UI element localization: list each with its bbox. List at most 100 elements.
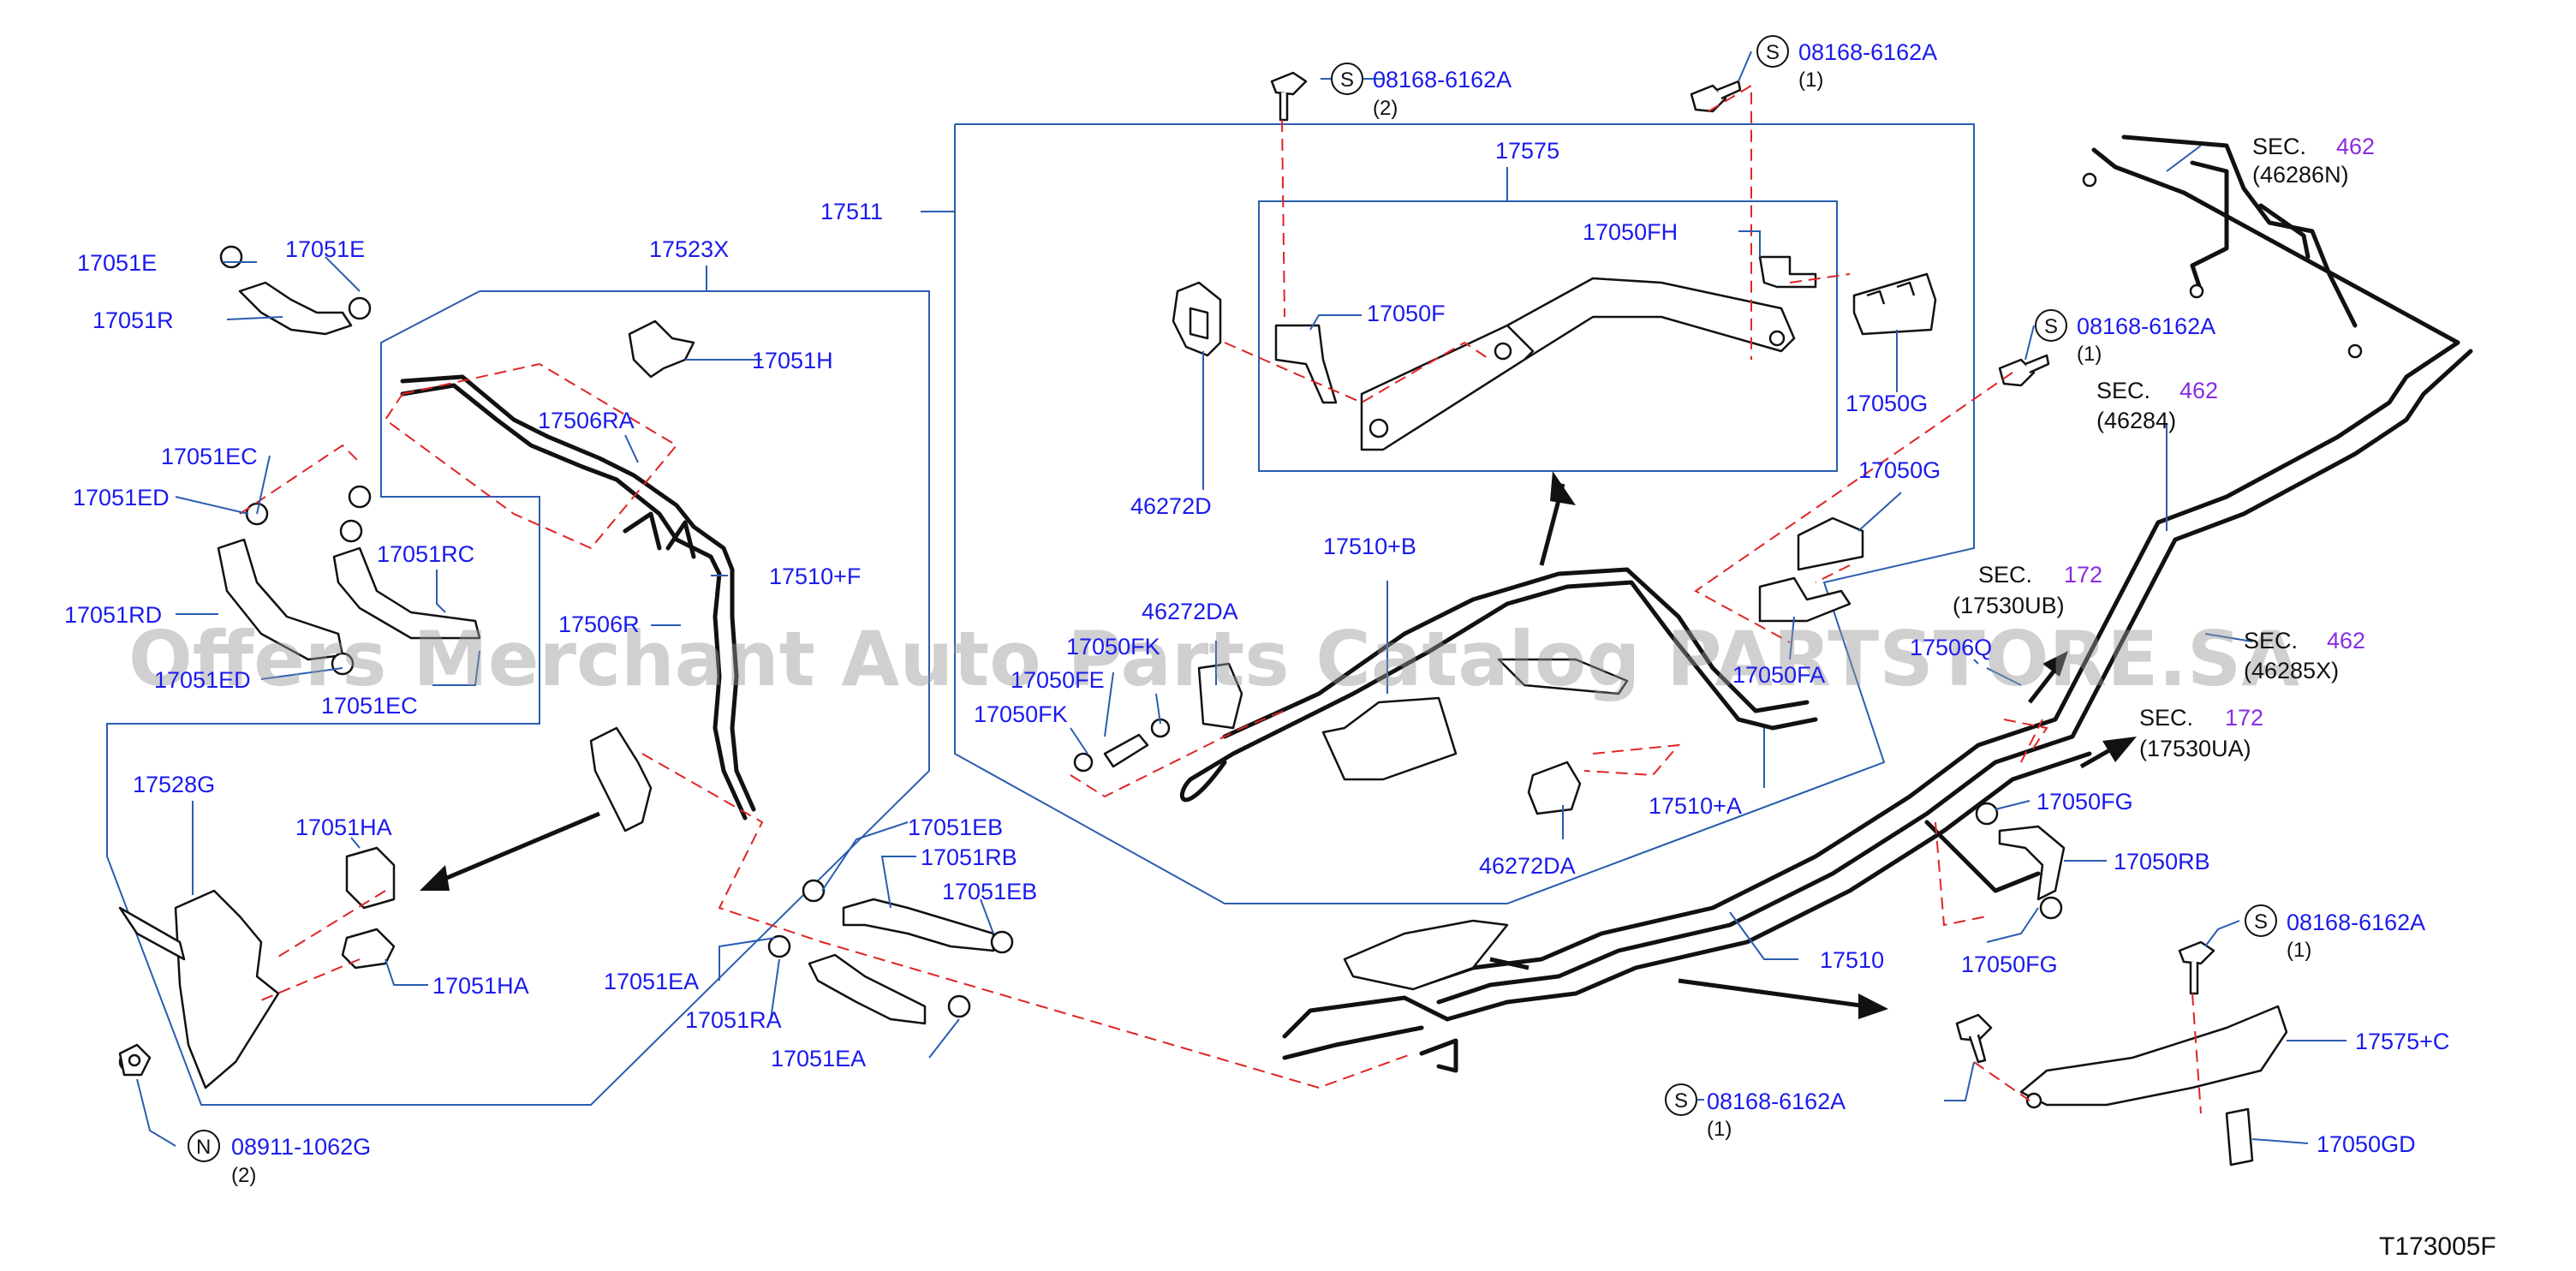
label-17510F[interactable]: 17510+F (769, 564, 861, 589)
bolt-icon-5 (1955, 1013, 1993, 1064)
label-46272DA-upper[interactable]: 46272DA (1142, 599, 1238, 624)
section-ref-46284[interactable]: SEC. 462 (46284) (2096, 378, 2218, 433)
clip-17051HA (341, 846, 396, 970)
label-17050FK-upper[interactable]: 17050FK (1066, 634, 1160, 659)
label-17506Q[interactable]: 17506Q (1910, 635, 1992, 660)
label-17506R[interactable]: 17506R (558, 612, 640, 637)
svg-text:SEC.: SEC. (2252, 134, 2306, 159)
hose-17051RA (767, 934, 971, 1025)
label-17051ED-upper[interactable]: 17051ED (73, 485, 170, 510)
label-17051HA-upper[interactable]: 17051HA (295, 815, 392, 840)
bolt-callout-3[interactable]: S 08168-6162A (1) (2035, 309, 2215, 366)
bolt-part-number: 08168-6162A (2287, 910, 2425, 935)
section-ref-46285X[interactable]: SEC. 462 (46285X) (2244, 628, 2365, 683)
label-17510[interactable]: 17510 (1820, 947, 1884, 973)
label-17506RA[interactable]: 17506RA (538, 408, 635, 433)
label-17575[interactable]: 17575 (1495, 138, 1559, 164)
label-17050F[interactable]: 17050F (1367, 301, 1446, 326)
label-17050FG-lower[interactable]: 17050FG (1961, 952, 2058, 977)
svg-text:(17530UB): (17530UB) (1953, 593, 2065, 618)
bolt-callout-4[interactable]: S 08168-6162A (1) (2245, 904, 2425, 962)
label-17051EA-lower[interactable]: 17051EA (771, 1046, 866, 1071)
bolt-part-number: 08168-6162A (1798, 39, 1937, 65)
label-17051ED-lower[interactable]: 17051ED (154, 667, 251, 693)
label-17050FA[interactable]: 17050FA (1732, 662, 1825, 688)
label-46272D[interactable]: 46272D (1130, 493, 1212, 519)
bracket-17050FA (1758, 576, 1852, 623)
diagram-code: T173005F (2379, 1232, 2496, 1261)
svg-text:172: 172 (2064, 562, 2102, 588)
nut-callout[interactable]: N 08911-1062G (2) (188, 1130, 371, 1187)
svg-text:462: 462 (2327, 628, 2365, 653)
label-17051EA-upper[interactable]: 17051EA (604, 969, 699, 994)
hose-17050RB (1975, 802, 2066, 920)
bolt-callout-2[interactable]: S 08168-6162A (1) (1756, 35, 1937, 92)
bracket-17506R (589, 726, 653, 832)
clip-17050G-upper (1852, 272, 1937, 336)
bracket-17050FH (1758, 255, 1817, 289)
hose-17051RC (332, 485, 481, 640)
label-17051E-left[interactable]: 17051E (77, 250, 157, 276)
label-17050G-lower[interactable]: 17050G (1858, 457, 1941, 483)
svg-text:(46285X): (46285X) (2244, 658, 2339, 683)
label-17511[interactable]: 17511 (820, 199, 883, 224)
svg-text:SEC.: SEC. (2096, 378, 2150, 403)
bolt-icon-2 (1690, 80, 1742, 113)
label-17050RB[interactable]: 17050RB (2114, 849, 2210, 874)
label-17051RC[interactable]: 17051RC (377, 541, 474, 567)
clip-17050G-lower (1797, 516, 1864, 571)
clip-46272DA-lower (1527, 761, 1582, 815)
label-17050FK-lower[interactable]: 17050FK (974, 701, 1068, 727)
bracket-17050F (1274, 324, 1338, 404)
svg-text:SEC.: SEC. (2244, 628, 2298, 653)
bolt-icon-4 (2178, 940, 2215, 995)
clip-17051H (628, 319, 695, 379)
svg-text:462: 462 (2336, 134, 2375, 159)
heat-shield-front (1343, 919, 1509, 991)
nut-icon (118, 1043, 152, 1077)
label-17051E-right[interactable]: 17051E (285, 236, 365, 262)
label-17051EC-lower[interactable]: 17051EC (321, 693, 418, 719)
label-17050G-upper[interactable]: 17050G (1846, 391, 1928, 416)
section-ref-17530UA[interactable]: SEC. 172 (17530UA) (2139, 705, 2263, 761)
label-46272DA-lower[interactable]: 46272DA (1479, 853, 1576, 879)
bolt-qty: (1) (1707, 1118, 1732, 1141)
label-17050FG-upper[interactable]: 17050FG (2036, 789, 2133, 815)
label-17051H[interactable]: 17051H (752, 348, 833, 373)
leader-lines (136, 51, 2346, 1147)
watermark: Offers Merchant Auto Parts Catalog PARTS… (128, 615, 2299, 703)
label-17575C[interactable]: 17575+C (2355, 1029, 2449, 1054)
label-17510A[interactable]: 17510+A (1649, 793, 1742, 819)
label-17051RB[interactable]: 17051RB (921, 844, 1017, 870)
section-ref-17530UB[interactable]: SEC. 172 (17530UB) (1953, 562, 2102, 618)
svg-text:172: 172 (2225, 705, 2263, 731)
label-17510B[interactable]: 17510+B (1323, 534, 1416, 559)
dashed-assembly-lines (239, 84, 2202, 1114)
label-17051HA-lower[interactable]: 17051HA (432, 973, 529, 999)
label-17523X[interactable]: 17523X (649, 236, 729, 262)
label-17528G[interactable]: 17528G (133, 772, 215, 797)
label-17051RA[interactable]: 17051RA (685, 1007, 782, 1033)
nut-qty: (2) (231, 1164, 256, 1187)
label-17050GD[interactable]: 17050GD (2317, 1131, 2416, 1157)
hose-17051R (219, 245, 372, 336)
hose-17051RB (802, 879, 1014, 954)
label-17051RD[interactable]: 17051RD (64, 602, 162, 628)
svg-text:S: S (1674, 1089, 1688, 1113)
label-17051EB-upper[interactable]: 17051EB (908, 815, 1003, 840)
svg-text:(17530UA): (17530UA) (2139, 736, 2251, 761)
label-17051EC-upper[interactable]: 17051EC (161, 444, 258, 469)
bolt-qty: (1) (2287, 939, 2311, 962)
section-ref-46286N[interactable]: SEC. 462 (46286N) (2252, 134, 2375, 188)
svg-text:S: S (2044, 315, 2058, 338)
bolt-callout-1[interactable]: S 08168-6162A (2) (1331, 63, 1512, 120)
label-17051EB-lower[interactable]: 17051EB (942, 879, 1037, 904)
label-17051R[interactable]: 17051R (92, 307, 174, 333)
bolt-callout-5[interactable]: S 08168-6162A (1) (1665, 1083, 1846, 1141)
label-17050FH[interactable]: 17050FH (1583, 219, 1678, 245)
nut-part-number: 08911-1062G (231, 1134, 371, 1160)
bolt-qty: (2) (1373, 97, 1398, 120)
svg-text:462: 462 (2179, 378, 2218, 403)
label-17050FE[interactable]: 17050FE (1011, 667, 1105, 693)
